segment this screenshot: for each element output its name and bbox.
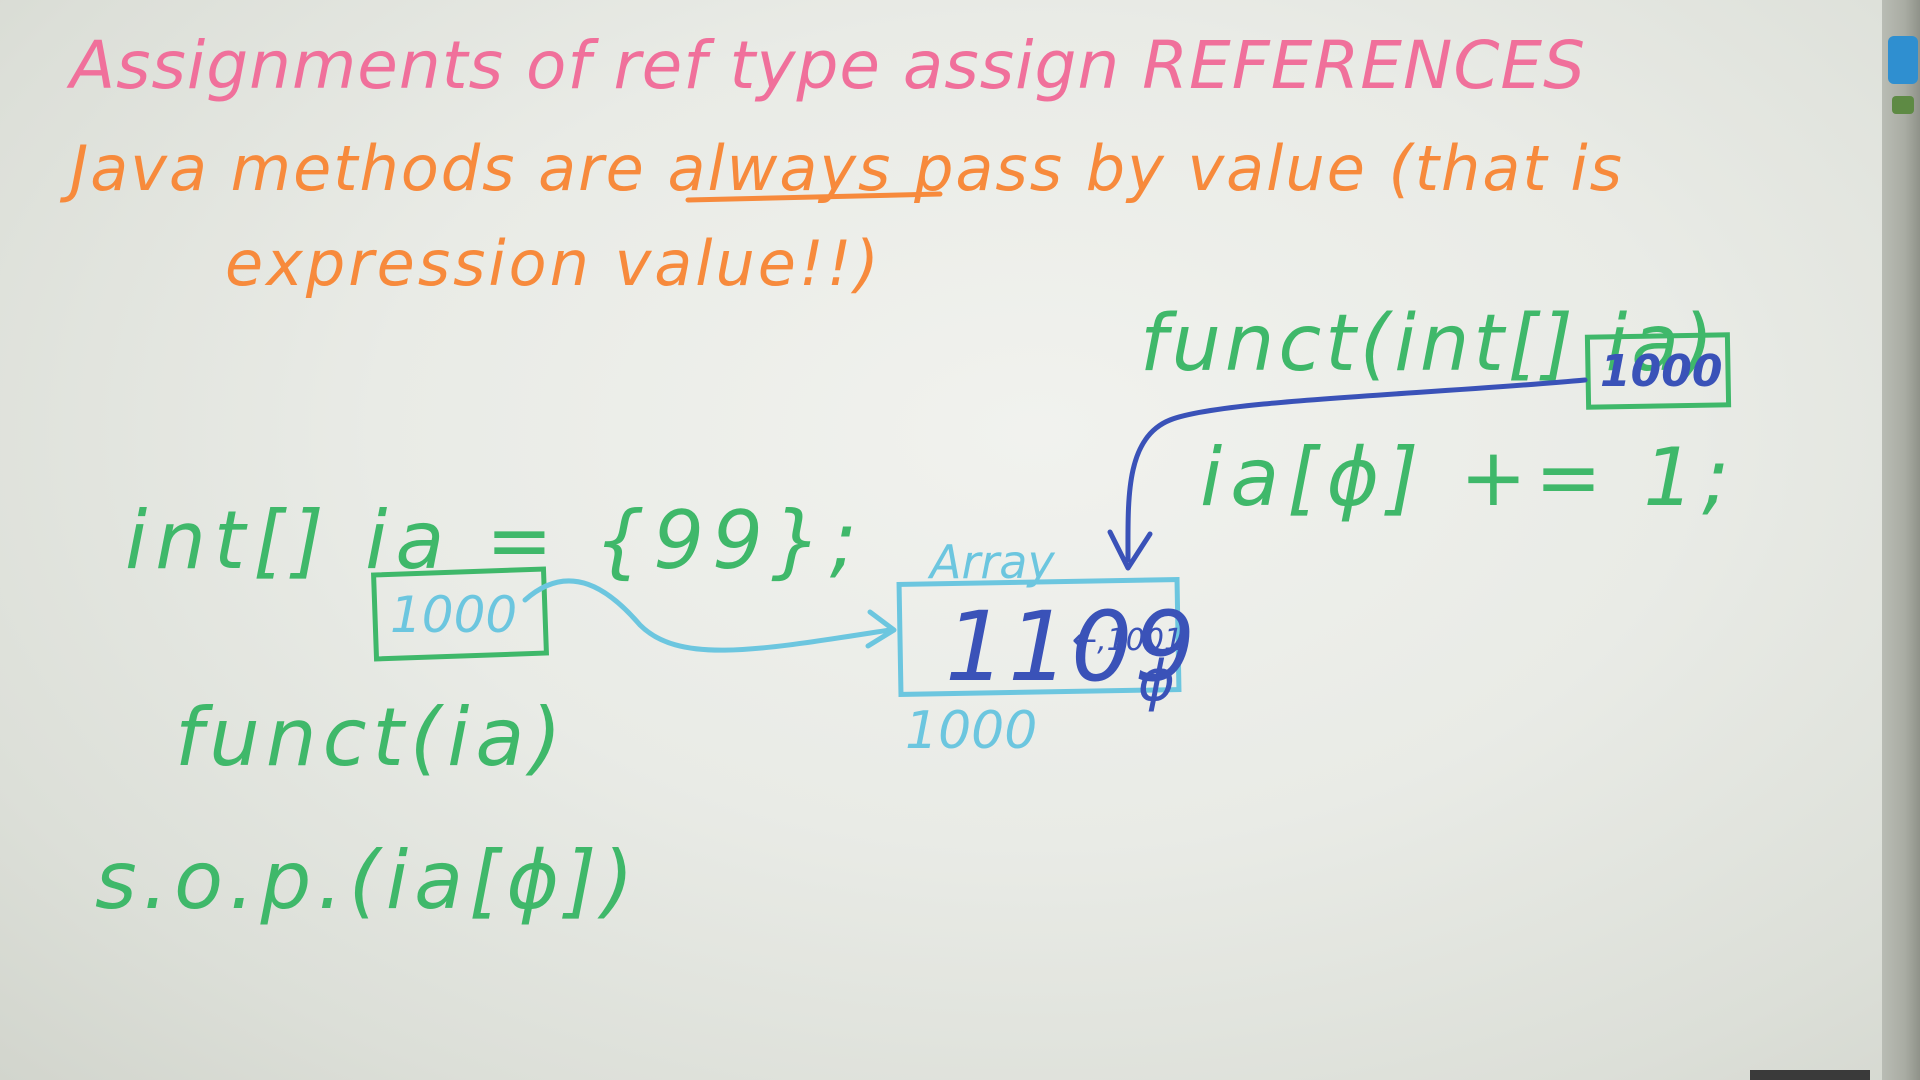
tray-edge	[1750, 1070, 1870, 1080]
array-index: ϕ	[1138, 649, 1175, 714]
java-pass-by-value-line: Java methods are always pass by value (t…	[59, 132, 1624, 205]
always-underline	[685, 191, 943, 203]
array-address: 1000	[905, 701, 1037, 761]
array-element-value: 1109	[945, 591, 1197, 703]
var-ia-value: 1000	[390, 586, 517, 644]
array-index-note: ←,1001	[1072, 623, 1183, 658]
whiteboard-frame-edge	[1882, 0, 1920, 1080]
green-clip	[1892, 96, 1914, 114]
print-statement: s.o.p.(ia[ϕ])	[95, 834, 640, 927]
param-reference-arrow	[1125, 377, 1588, 563]
array-box	[896, 577, 1182, 697]
param-arrowhead	[1107, 529, 1153, 571]
param-ia-value: 1000	[1600, 346, 1722, 397]
param-ia-box	[1584, 332, 1732, 410]
funct-signature: funct(int[] ia)	[1140, 299, 1717, 389]
blue-clip	[1888, 36, 1918, 84]
expression-value-line: expression value!!)	[225, 227, 882, 300]
title-heading: Assignments of ref type assign REFERENCE…	[66, 27, 1586, 104]
increment-statement: ia[ϕ] += 1;	[1200, 431, 1737, 524]
call-statement: funct(ia)	[175, 691, 568, 784]
var-arrowhead	[865, 609, 897, 649]
var-reference-arrow	[522, 578, 893, 653]
var-ia-box	[371, 566, 549, 662]
